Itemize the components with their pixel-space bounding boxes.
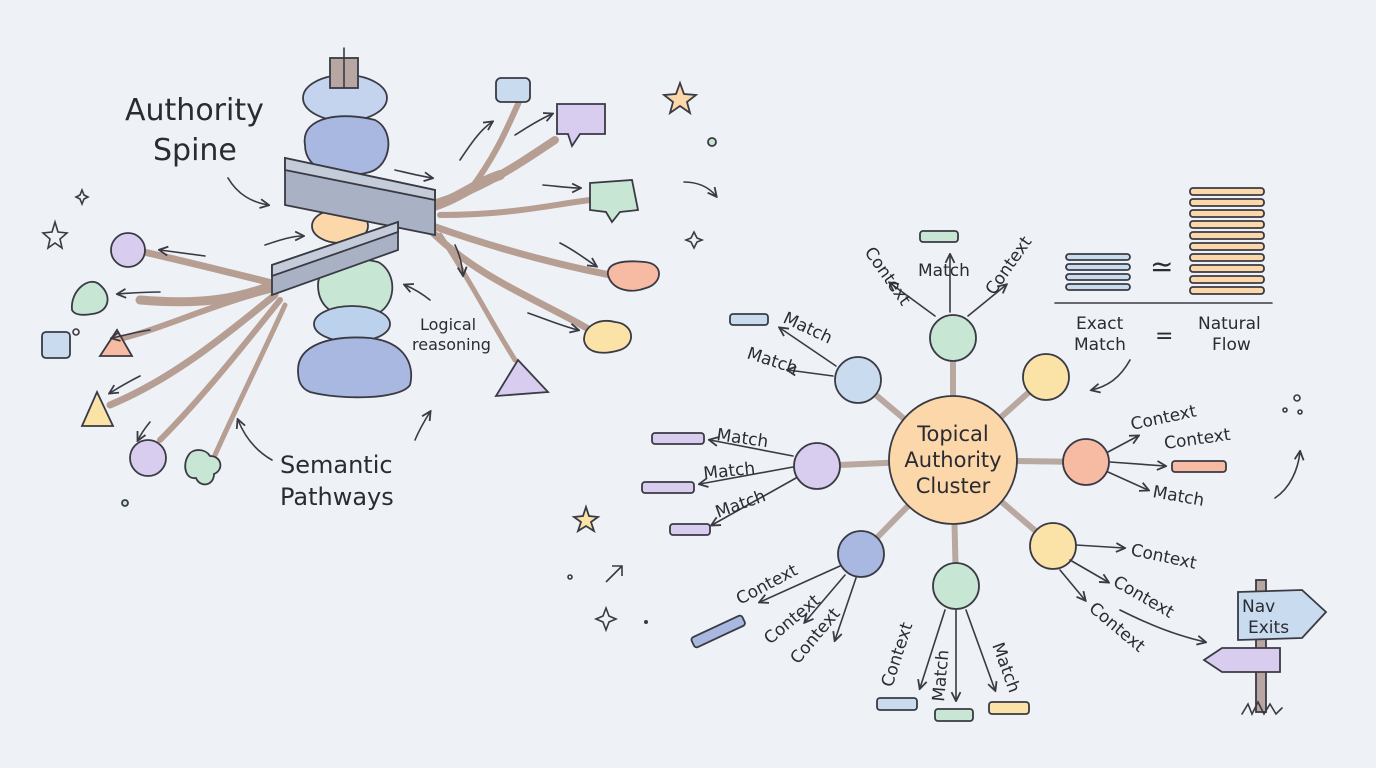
cluster-node-upper-right xyxy=(1022,353,1070,401)
label-context: Context xyxy=(1129,540,1199,573)
semantic-label-line1: Semantic xyxy=(280,451,393,479)
tree-node-blob-orange xyxy=(607,260,660,292)
star-icon xyxy=(661,80,699,116)
cluster-node-upper-left xyxy=(834,356,882,404)
cluster-node-top xyxy=(929,314,977,362)
branch-roots xyxy=(106,97,614,458)
tree-node-speech-green xyxy=(589,179,640,224)
label-match: Match xyxy=(744,344,800,379)
natural-flow-stack xyxy=(1189,187,1265,295)
star-icon xyxy=(571,504,601,534)
dot-icon xyxy=(707,137,717,147)
nav-exits-sign: Nav Exits xyxy=(1202,579,1328,716)
logical-label-line1: Logical xyxy=(420,315,476,334)
label-context: Context xyxy=(1163,425,1232,454)
snippet-tag xyxy=(876,697,918,711)
snippet-tag xyxy=(729,313,769,326)
left-node-circle-purple-low xyxy=(129,439,167,477)
snippet-tag xyxy=(651,432,705,445)
sign-label-line2: Exits xyxy=(1248,618,1289,638)
authority-spine-illustration: Authority Spine Semantic Pathways Logica… xyxy=(41,47,660,511)
authority-title-line2: Spine xyxy=(153,133,237,168)
snippet-tag xyxy=(669,523,711,536)
label-context: Context xyxy=(1085,599,1149,657)
left-node-green xyxy=(71,280,109,316)
sparkle-icon xyxy=(74,187,90,207)
label-match: Match xyxy=(715,425,769,452)
sign-board-right xyxy=(1237,589,1328,641)
cluster-node-left xyxy=(793,442,841,490)
left-node-triangle-yellow xyxy=(80,389,115,427)
cluster-node-right xyxy=(1062,438,1110,486)
exact-label-line1: Exact xyxy=(1076,314,1124,334)
beam-upper xyxy=(284,156,436,237)
topical-cluster: Topical Authority Cluster Match Context … xyxy=(641,230,1232,722)
natural-label-line2: Flow xyxy=(1212,335,1251,355)
sign-board-left xyxy=(1202,647,1281,673)
label-context: Context xyxy=(982,233,1037,299)
sparkle-icon xyxy=(683,230,705,250)
dot-icon xyxy=(644,620,648,624)
small-arrow-icon xyxy=(605,565,623,583)
tree-node-blob-yellow xyxy=(583,320,632,354)
cluster-label-line2: Authority xyxy=(904,448,1001,472)
cluster-node-lower-right xyxy=(1029,522,1077,570)
comparison-panel: ≃ Exact Match = Natural Flow xyxy=(1054,187,1273,390)
snippet-tag xyxy=(641,481,695,494)
snippet-tag xyxy=(1171,460,1227,473)
cluster-node-lower-left xyxy=(837,530,885,578)
dot-icon xyxy=(1297,409,1303,415)
label-context: Context xyxy=(1110,572,1178,623)
dot-icon xyxy=(72,328,80,336)
cluster-label-line1: Topical xyxy=(916,422,989,446)
authority-title-line1: Authority xyxy=(125,93,264,128)
beam-lower xyxy=(271,220,399,297)
dot-icon xyxy=(567,574,573,580)
stone-base xyxy=(297,336,412,399)
dot-icon xyxy=(121,499,129,507)
left-node-square-blue xyxy=(41,331,71,359)
label-match: Match xyxy=(1151,482,1206,511)
tree-node-speech-purple xyxy=(556,103,606,149)
snippet-tag xyxy=(934,708,974,722)
label-match: Match xyxy=(929,649,953,702)
label-match: Match xyxy=(713,486,769,523)
snippet-tag xyxy=(988,701,1030,715)
natural-label-line1: Natural xyxy=(1198,314,1261,334)
dot-icon xyxy=(1282,407,1288,413)
tree-node-blue-rect xyxy=(495,77,531,103)
label-match: Match xyxy=(780,308,835,348)
left-node-blob-green xyxy=(184,449,222,486)
star-icon xyxy=(41,219,69,250)
logical-label-line2: reasoning xyxy=(412,335,491,354)
label-context: Context xyxy=(860,243,915,309)
exact-match-stack xyxy=(1065,253,1131,291)
snippet-tag xyxy=(690,614,746,649)
decorations xyxy=(41,80,1303,633)
stone-blue xyxy=(313,305,391,343)
label-context: Context xyxy=(733,560,801,609)
cluster-center xyxy=(888,395,1018,525)
label-context: Context xyxy=(878,620,918,690)
approx-symbol: ≃ xyxy=(1150,250,1173,283)
left-node-circle-purple xyxy=(110,232,146,268)
left-node-triangle-orange xyxy=(98,328,134,357)
label-match: Match xyxy=(702,459,756,484)
cluster-label-line3: Cluster xyxy=(916,474,991,498)
sign-label-line1: Nav xyxy=(1242,597,1275,617)
exact-label-line2: Match xyxy=(1074,335,1126,355)
snippet-tag xyxy=(919,230,959,243)
semantic-label-line2: Pathways xyxy=(280,483,394,511)
label-match: Match xyxy=(918,261,970,281)
cluster-node-bottom xyxy=(932,562,980,610)
sparkle-icon xyxy=(593,605,619,633)
tree-node-triangle-purple xyxy=(494,358,550,398)
dot-icon xyxy=(1293,394,1301,402)
label-match: Match xyxy=(987,640,1024,696)
equals-symbol: = xyxy=(1155,324,1173,349)
signpost-pole xyxy=(1255,579,1267,713)
